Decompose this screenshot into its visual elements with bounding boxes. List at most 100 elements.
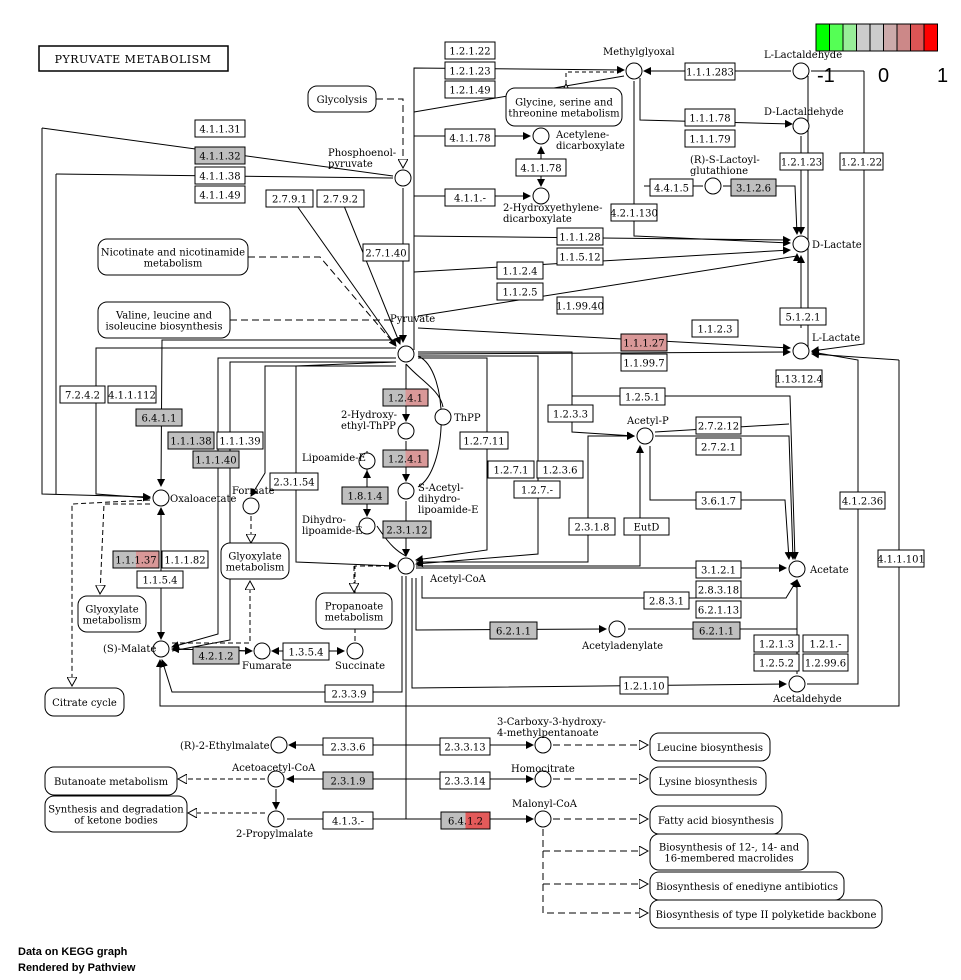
compound-dihydrolipoamide-e[interactable]: Dihydro-lipoamide-E — [302, 515, 376, 537]
enzyme-6-4-1-1[interactable]: 6.4.1.1 — [135, 408, 183, 427]
enzyme-6-4-1-2[interactable]: 6.4.1.2 — [440, 811, 491, 830]
enzyme-1-1-1-27[interactable]: 1.1.1.27 — [620, 333, 668, 352]
enzyme-1-2-3-3[interactable]: 1.2.3.3 — [547, 404, 594, 423]
compound-hydroxyethylenedicarboxylate[interactable]: 2-Hydroxyethylene-dicarboxylate — [503, 187, 602, 225]
enzyme-2-8-3-1[interactable]: 2.8.3.1 — [643, 591, 690, 610]
map-link-biosynthesis-of-enediyne-antibiotics[interactable]: Biosynthesis of enediyne antibiotics — [649, 871, 845, 901]
enzyme-4-1-1-78[interactable]: 4.1.1.78 — [515, 158, 567, 177]
enzyme-4-1-1-49[interactable]: 4.1.1.49 — [194, 185, 246, 204]
enzyme-2-3-1-9[interactable]: 2.3.1.9 — [322, 771, 374, 790]
map-link-fatty-acid-biosynthesis[interactable]: Fatty acid biosynthesis — [649, 805, 783, 835]
enzyme-3-1-2-6[interactable]: 3.1.2.6 — [730, 178, 777, 197]
compound-acetoacetyl-coa[interactable]: Acetoacetyl-CoA — [231, 763, 316, 788]
map-link-glycolysis[interactable]: Glycolysis — [307, 85, 377, 113]
enzyme-1-2-1-49[interactable]: 1.2.1.49 — [444, 80, 496, 99]
compound-d-lactate[interactable]: D-Lactate — [792, 235, 862, 253]
compound-acetyl-p[interactable]: Acetyl-P — [626, 416, 669, 445]
enzyme-2-3-1-8[interactable]: 2.3.1.8 — [568, 517, 616, 536]
compound-l-lactate[interactable]: L-Lactate — [792, 333, 860, 360]
enzyme-2-7-2-12[interactable]: 2.7.2.12 — [695, 416, 742, 435]
enzyme-4-1-1-32[interactable]: 4.1.1.32 — [194, 146, 246, 165]
map-link-citrate-cycle[interactable]: Citrate cycle — [44, 687, 125, 717]
enzyme-1-1-1-39[interactable]: 1.1.1.39 — [216, 431, 264, 450]
compound-acetate[interactable]: Acetate — [788, 560, 849, 578]
compound-carboxy-hydroxy-methylpentanoate[interactable]: 3-Carboxy-3-hydroxy-4-methylpentanoate — [497, 717, 606, 754]
enzyme-2-3-3-6[interactable]: 2.3.3.6 — [322, 737, 374, 756]
enzyme-1-2-7[interactable]: 1.2.7.- — [513, 480, 561, 499]
enzyme-4-2-1-130[interactable]: 4.2.1.130 — [610, 203, 658, 222]
enzyme-1-2-1-10[interactable]: 1.2.1.10 — [619, 676, 669, 695]
map-link-butanoate-metabolism[interactable]: Butanoate metabolism — [44, 766, 178, 796]
enzyme-4-1-1-101[interactable]: 4.1.1.101 — [877, 549, 925, 568]
enzyme-1-2-1[interactable]: 1.2.1.- — [802, 634, 849, 653]
enzyme-2-7-1-40[interactable]: 2.7.1.40 — [362, 243, 410, 262]
map-link-lysine-biosynthesis[interactable]: Lysine biosynthesis — [649, 766, 767, 796]
enzyme-4-1-1-31[interactable]: 4.1.1.31 — [194, 119, 246, 138]
enzyme-1-1-5-4[interactable]: 1.1.5.4 — [136, 570, 184, 589]
enzyme-5-1-2-1[interactable]: 5.1.2.1 — [779, 307, 827, 326]
enzyme-4-1-1-112[interactable]: 4.1.1.112 — [107, 385, 157, 404]
compound-fumarate[interactable]: Fumarate — [242, 642, 292, 672]
compound-succinate[interactable]: Succinate — [335, 642, 385, 672]
enzyme-1-1-1-37[interactable]: 1.1.1.37 — [112, 550, 160, 569]
compound-malonyl-coa[interactable]: Malonyl-CoA — [512, 799, 578, 828]
enzyme-2-7-2-1[interactable]: 2.7.2.1 — [695, 437, 742, 456]
enzyme-1-1-1-38[interactable]: 1.1.1.38 — [167, 431, 215, 450]
enzyme-6-2-1-13[interactable]: 6.2.1.13 — [695, 600, 742, 619]
enzyme-1-2-3-6[interactable]: 1.2.3.6 — [536, 460, 584, 479]
enzyme-2-7-9-2[interactable]: 2.7.9.2 — [316, 189, 365, 208]
compound-l-lactaldehyde[interactable]: L-Lactaldehyde — [764, 50, 842, 80]
compound-acetylenedicarboxylate[interactable]: Acetylene-dicarboxylate — [532, 127, 625, 152]
enzyme-1-2-1-23[interactable]: 1.2.1.23 — [779, 152, 824, 171]
enzyme-2-8-3-18[interactable]: 2.8.3.18 — [695, 580, 742, 599]
enzyme-1-2-1-3[interactable]: 1.2.1.3 — [753, 634, 800, 653]
enzyme-2-7-9-1[interactable]: 2.7.9.1 — [265, 189, 314, 208]
enzyme-3-1-2-1[interactable]: 3.1.2.1 — [695, 560, 742, 579]
enzyme-1-1-5-12[interactable]: 1.1.5.12 — [556, 247, 604, 266]
enzyme-1-2-4-1[interactable]: 1.2.4.1 — [382, 449, 429, 468]
enzyme-1-13-12-4[interactable]: 1.13.12.4 — [775, 369, 823, 388]
enzyme-2-3-1-12[interactable]: 2.3.1.12 — [382, 520, 432, 539]
enzyme-4-1-3[interactable]: 4.1.3.- — [322, 811, 374, 830]
compound-acetaldehyde[interactable]: Acetaldehyde — [772, 675, 842, 705]
enzyme-1-2-5-2[interactable]: 1.2.5.2 — [753, 653, 800, 672]
enzyme-1-2-7-11[interactable]: 1.2.7.11 — [459, 431, 509, 450]
enzyme-2-3-3-9[interactable]: 2.3.3.9 — [324, 684, 374, 703]
enzyme-6-2-1-1[interactable]: 6.2.1.1 — [692, 621, 741, 640]
enzyme-4-1-1[interactable]: 4.1.1.- — [444, 188, 496, 207]
enzyme-eutd[interactable]: EutD — [623, 517, 670, 536]
compound-s-acetyldihydrolipoamide[interactable]: S-Acetyl-dihydro-lipoamide-E — [397, 482, 478, 516]
enzyme-1-2-1-22[interactable]: 1.2.1.22 — [839, 152, 884, 171]
compound-lipoamide-e[interactable]: Lipoamide-E — [302, 452, 376, 470]
compound-acetyladenylate[interactable]: Acetyladenylate — [581, 620, 663, 652]
enzyme-1-1-99-40[interactable]: 1.1.99.40 — [556, 296, 604, 315]
enzyme-1-2-99-6[interactable]: 1.2.99.6 — [802, 653, 849, 672]
enzyme-1-1-2-4[interactable]: 1.1.2.4 — [496, 261, 544, 280]
compound-formate[interactable]: Formate — [232, 486, 275, 515]
map-link-biosynthesis-of-type-ii-polyketide-backbone[interactable]: Biosynthesis of type II polyketide backb… — [649, 899, 883, 929]
enzyme-4-1-1-78[interactable]: 4.1.1.78 — [444, 128, 496, 147]
enzyme-1-1-1-28[interactable]: 1.1.1.28 — [556, 227, 604, 246]
enzyme-1-1-2-3[interactable]: 1.1.2.3 — [691, 319, 739, 338]
enzyme-4-2-1-2[interactable]: 4.2.1.2 — [192, 646, 240, 665]
enzyme-1-3-5-4[interactable]: 1.3.5.4 — [282, 642, 330, 661]
compound-s-lactoylglutathione[interactable]: (R)-S-Lactoyl-glutathione — [690, 155, 760, 195]
compound-pyruvate[interactable]: Pyruvate — [390, 314, 435, 363]
enzyme-1-1-99-7[interactable]: 1.1.99.7 — [620, 353, 668, 372]
compound-oxaloacetate[interactable]: Oxaloacetate — [152, 489, 236, 507]
enzyme-1-1-1-82[interactable]: 1.1.1.82 — [161, 550, 209, 569]
enzyme-1-8-1-4[interactable]: 1.8.1.4 — [341, 486, 389, 505]
compound-methylglyoxal[interactable]: Methylglyoxal — [603, 47, 675, 80]
enzyme-1-1-1-79[interactable]: 1.1.1.79 — [684, 129, 736, 148]
compound-s-malate[interactable]: (S)-Malate — [103, 640, 170, 658]
enzyme-1-1-2-5[interactable]: 1.1.2.5 — [496, 282, 544, 301]
enzyme-2-3-3-14[interactable]: 2.3.3.14 — [439, 771, 491, 790]
enzyme-1-1-1-283[interactable]: 1.1.1.283 — [684, 62, 736, 81]
enzyme-1-2-1-22[interactable]: 1.2.1.22 — [444, 41, 496, 60]
enzyme-1-1-1-40[interactable]: 1.1.1.40 — [192, 450, 240, 469]
